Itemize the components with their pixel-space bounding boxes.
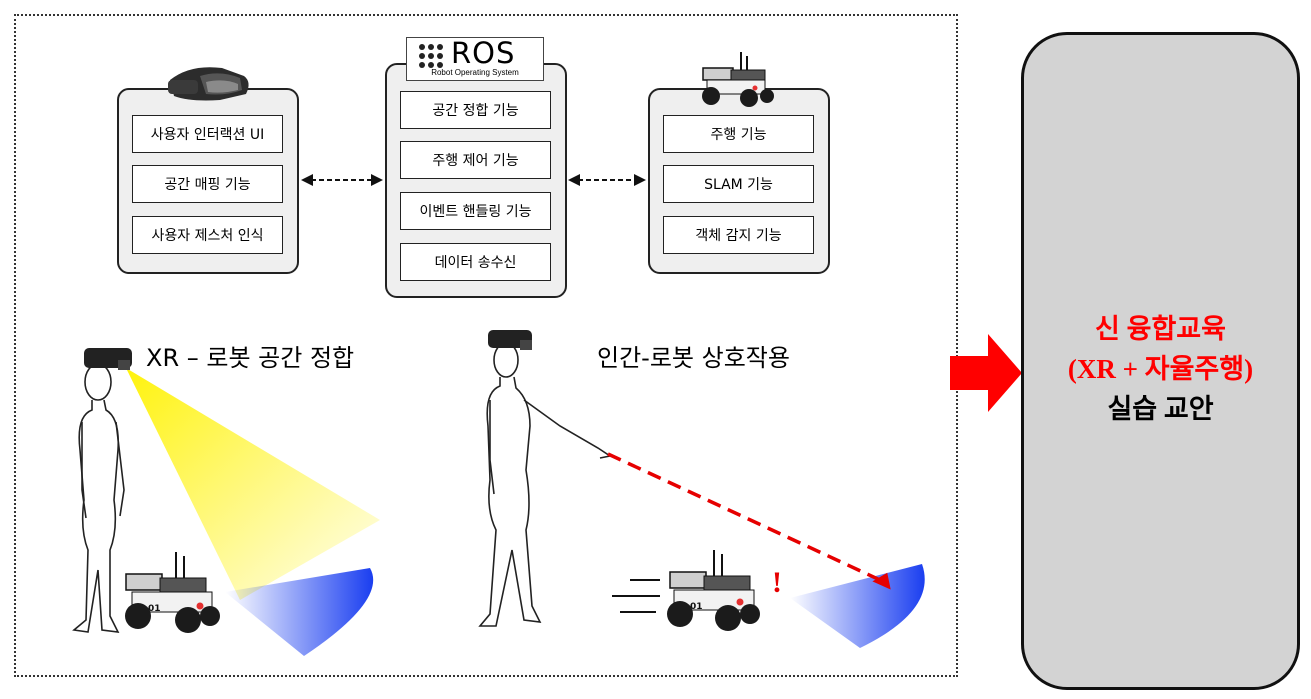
xr-scene-left: 01: [72, 348, 380, 656]
ros-logo-title: ROS: [451, 36, 516, 70]
xr-item-spatial-mapping: 공간 매핑 기능: [132, 165, 283, 203]
xr-item-gesture-recognition: 사용자 제스처 인식: [132, 216, 283, 254]
scene-heading-left: XR – 로봇 공간 정합: [146, 344, 355, 372]
ros-logo: ROS Robot Operating System: [406, 36, 544, 81]
scene-heading-right: 인간-로봇 상호작용: [597, 344, 790, 372]
robot-left: 01: [125, 552, 220, 633]
diagram-frame: [14, 14, 958, 677]
robot-item-object-detection: 객체 감지 기능: [663, 216, 814, 254]
person-figure-pointing: [478, 342, 613, 627]
interaction-scene-right: ! 01: [478, 330, 925, 648]
robot-badge-right: 01: [690, 602, 703, 612]
robot-item-driving: 주행 기능: [663, 115, 814, 153]
motion-lines: [612, 579, 660, 613]
robot-icon: [702, 52, 774, 107]
robot-right: 01: [667, 550, 760, 631]
sensor-fan-left: [225, 568, 374, 656]
result-box: 신 융합교육 (XR + 자율주행) 실습 교안: [1021, 32, 1300, 690]
result-line-2: (XR + 자율주행): [1067, 354, 1254, 384]
result-line-1: 신 융합교육: [1095, 314, 1226, 344]
robot-badge-left: 01: [148, 604, 161, 614]
ros-logo-subtitle: Robot Operating System: [431, 68, 519, 77]
double-arrow-xr-ros: [301, 174, 383, 186]
ros-dots-icon: [419, 44, 443, 68]
ros-item-drive-control: 주행 제어 기능: [400, 141, 551, 179]
ros-item-spatial-registration: 공간 정합 기능: [400, 91, 551, 129]
result-line-3: 실습 교안: [1107, 394, 1214, 424]
big-red-arrow: [950, 334, 1022, 412]
robot-item-slam: SLAM 기능: [663, 165, 814, 203]
ros-item-event-handling: 이벤트 핸들링 기능: [400, 192, 551, 230]
person-figure: [72, 363, 125, 633]
headset-icon: [168, 67, 249, 101]
pointing-ray: [607, 452, 881, 582]
xr-view-cone: [126, 368, 380, 600]
alert-mark: !: [772, 566, 782, 599]
ros-item-data-transfer: 데이터 송수신: [400, 243, 551, 281]
sensor-fan-right: [790, 564, 925, 648]
xr-item-interaction-ui: 사용자 인터랙션 UI: [132, 115, 283, 153]
double-arrow-ros-robot: [568, 174, 646, 186]
